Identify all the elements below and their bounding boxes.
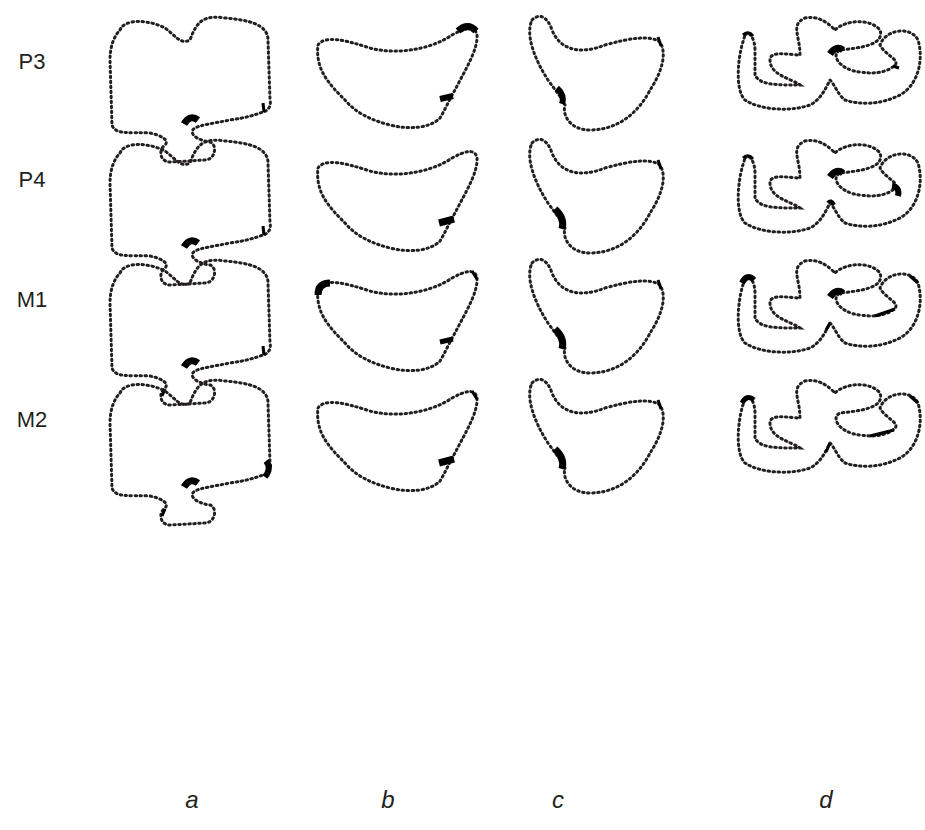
facet-mark	[439, 459, 454, 463]
facet-mark	[828, 201, 834, 205]
facet-mark	[742, 398, 754, 403]
tooth-outline	[530, 379, 664, 493]
facet-mark	[184, 118, 198, 124]
facet-mark	[910, 396, 918, 403]
facet-mark	[830, 291, 843, 297]
tooth-outline	[318, 272, 477, 371]
facet-mark	[472, 271, 477, 279]
facet-mark	[263, 103, 264, 112]
tooth-outline	[530, 139, 664, 253]
facet-mark	[318, 283, 330, 295]
facet-mark	[458, 27, 476, 32]
tooth-outline	[738, 380, 920, 472]
tooth-position-label: P4	[19, 169, 46, 191]
facet-mark	[826, 443, 830, 452]
column-letter: b	[381, 788, 394, 812]
tooth-row	[110, 379, 920, 525]
facet-mark	[265, 461, 269, 477]
facet-mark	[830, 171, 843, 177]
tooth-outline	[738, 260, 920, 352]
column-letter: a	[185, 788, 198, 812]
column-letter: c	[552, 788, 564, 812]
facet-mark	[555, 449, 563, 469]
tooth-outline	[530, 16, 664, 130]
facet-mark	[439, 219, 454, 223]
facet-mark	[743, 156, 753, 159]
tooth-outline	[530, 259, 664, 373]
facet-mark	[743, 33, 753, 36]
facet-mark	[555, 329, 563, 349]
facet-mark	[184, 361, 198, 367]
facet-mark	[830, 48, 843, 54]
facet-mark	[162, 509, 165, 516]
facet-mark	[263, 226, 264, 235]
facet-mark	[658, 280, 661, 289]
facet-mark	[870, 430, 894, 436]
tooth-outline	[318, 392, 477, 491]
facet-mark	[910, 276, 918, 283]
facet-mark	[658, 37, 661, 46]
facet-mark	[826, 323, 830, 330]
facet-mark	[263, 346, 264, 355]
facet-mark	[658, 400, 661, 409]
tooth-row	[110, 259, 920, 405]
tooth-outline	[738, 17, 920, 109]
tooth-outline	[110, 17, 270, 162]
tooth-outline	[110, 380, 270, 525]
facet-mark	[742, 277, 754, 283]
facet-mark	[658, 160, 661, 169]
facet-mark	[875, 309, 895, 316]
facet-mark	[184, 241, 198, 247]
tooth-outline	[318, 152, 477, 251]
tooth-position-label: P3	[19, 51, 46, 73]
tooth-position-label: M2	[17, 409, 48, 431]
facet-mark	[892, 186, 898, 196]
facet-mark	[184, 481, 198, 487]
column-letter: d	[819, 788, 832, 812]
facet-mark	[557, 88, 563, 104]
facet-mark	[893, 66, 899, 68]
tooth-outline	[318, 29, 477, 128]
facet-mark	[472, 391, 477, 399]
facet-mark	[555, 209, 563, 229]
tooth-outline	[738, 140, 920, 232]
tooth-row	[110, 139, 920, 285]
tooth-position-label: M1	[17, 289, 48, 311]
facet-mark	[440, 339, 453, 342]
facet-mark	[440, 96, 453, 99]
